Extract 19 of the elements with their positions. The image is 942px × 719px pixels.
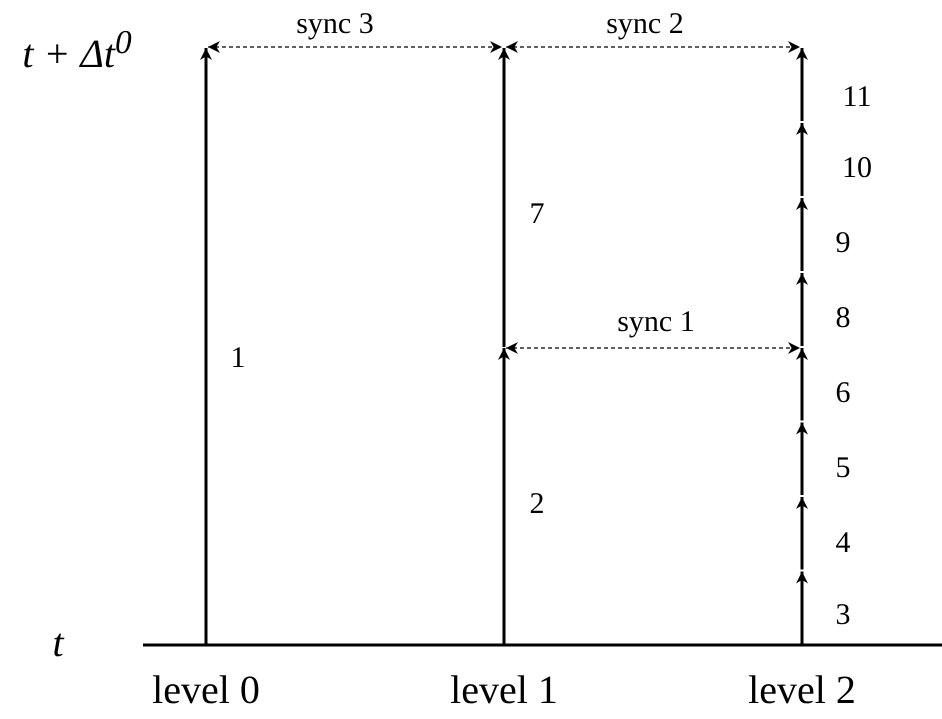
level-label: level 0 [152,670,260,710]
step-number: 11 [842,82,872,112]
step-number: 10 [842,153,872,183]
sync-label: sync 1 [617,307,695,337]
step-number: 4 [836,528,850,558]
step-number: 8 [836,303,850,333]
step-number: 9 [836,228,850,258]
step-number: 3 [836,600,850,630]
level-label: level 1 [450,670,558,710]
step-number: 2 [530,489,544,519]
step-number: 6 [836,378,850,408]
time-label: t [52,623,64,663]
step-number: 1 [230,343,246,373]
level-label: level 2 [748,670,856,710]
step-number: 5 [836,453,850,483]
sync-label: sync 2 [606,9,684,39]
step-number: 7 [530,199,544,229]
sync-label: sync 3 [296,9,374,39]
time-label: t + Δt$^{0}$ [22,26,132,74]
